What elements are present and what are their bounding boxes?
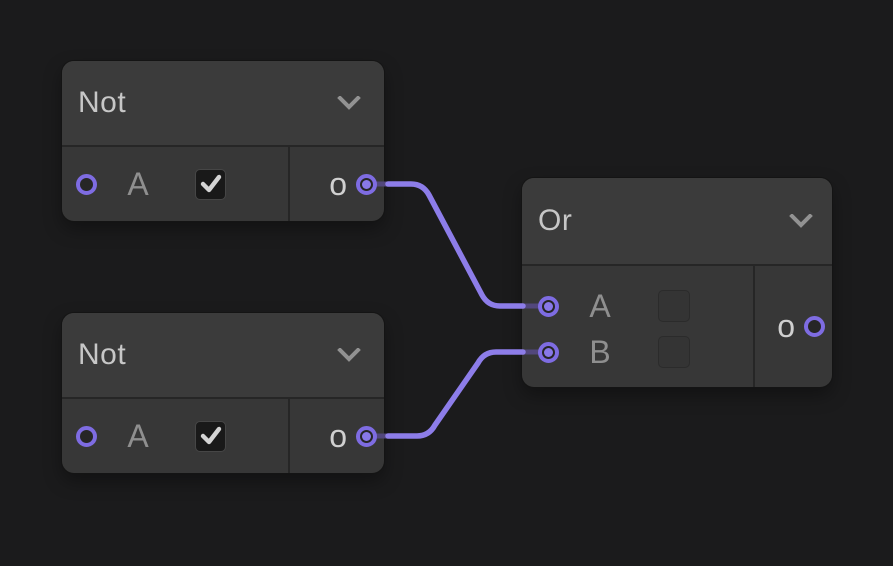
node-not-1-header[interactable]: Not: [62, 61, 384, 147]
wire-not1-to-or-a[interactable]: [385, 181, 526, 309]
node-not-1-inputs: A: [62, 147, 290, 221]
output-label: o: [329, 417, 347, 454]
node-not-2-inputs: A: [62, 399, 290, 473]
chevron-down-icon[interactable]: [336, 347, 362, 363]
node-or-1-outputs: o: [755, 266, 832, 387]
input-port-b[interactable]: [538, 341, 559, 363]
input-port-a[interactable]: [538, 295, 559, 317]
node-not-2-outputs: o: [290, 399, 384, 473]
output-label: o: [329, 165, 347, 202]
output-port-o[interactable]: [356, 425, 377, 447]
input-a-checkbox[interactable]: [195, 420, 226, 452]
input-row-a: A: [62, 147, 288, 221]
node-title: Not: [78, 338, 127, 371]
chevron-down-icon[interactable]: [336, 95, 362, 111]
input-label: A: [589, 287, 611, 324]
input-row-b: B: [522, 329, 753, 375]
node-not-1[interactable]: Not A o: [62, 61, 384, 221]
wire-not2-to-or-b[interactable]: [385, 349, 526, 439]
input-port-a[interactable]: [76, 173, 97, 195]
input-port-a[interactable]: [76, 425, 97, 447]
node-or-1-inputs: A B: [522, 266, 755, 387]
output-label: o: [777, 308, 795, 344]
input-row-a: A: [522, 283, 753, 329]
input-label: A: [127, 417, 149, 454]
node-not-2[interactable]: Not A o: [62, 313, 384, 473]
chevron-down-icon[interactable]: [788, 213, 814, 229]
input-label: A: [127, 165, 149, 202]
node-not-1-outputs: o: [290, 147, 384, 221]
input-row-a: A: [62, 399, 288, 473]
node-title: Or: [538, 204, 573, 237]
node-or-1[interactable]: Or A B: [522, 178, 832, 387]
node-or-1-header[interactable]: Or: [522, 178, 832, 266]
input-b-checkbox[interactable]: [658, 336, 690, 368]
input-a-checkbox[interactable]: [195, 168, 226, 200]
output-port-o[interactable]: [356, 173, 377, 195]
input-label: B: [589, 333, 611, 370]
output-port-o[interactable]: [804, 316, 825, 337]
input-a-checkbox[interactable]: [658, 290, 690, 322]
node-title: Not: [78, 86, 127, 119]
node-not-2-header[interactable]: Not: [62, 313, 384, 399]
